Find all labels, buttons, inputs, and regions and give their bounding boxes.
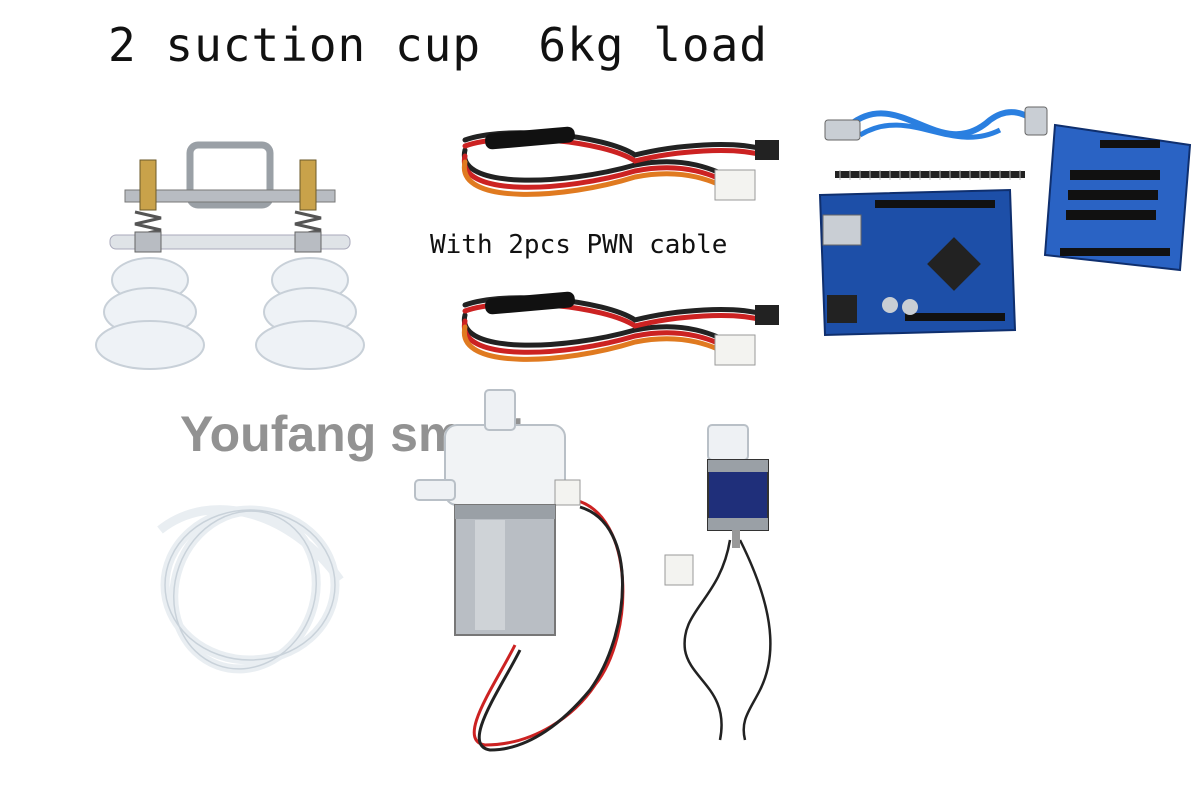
solenoid-valve xyxy=(664,424,772,741)
cable-label: With 2pcs PWN cable xyxy=(430,230,728,260)
header-pin-strip xyxy=(835,170,1025,180)
pwm-cable-bottom xyxy=(461,291,779,366)
product-title: 2 suction cup 6kg load xyxy=(108,18,768,72)
suction-cup-assembly xyxy=(95,141,365,370)
arduino-board xyxy=(818,188,1017,337)
silicone-tube xyxy=(157,505,344,674)
sensor-shield xyxy=(1043,123,1192,272)
pwm-cable-top xyxy=(461,126,779,201)
usb-cable xyxy=(824,106,1048,141)
vacuum-pump xyxy=(414,389,625,752)
